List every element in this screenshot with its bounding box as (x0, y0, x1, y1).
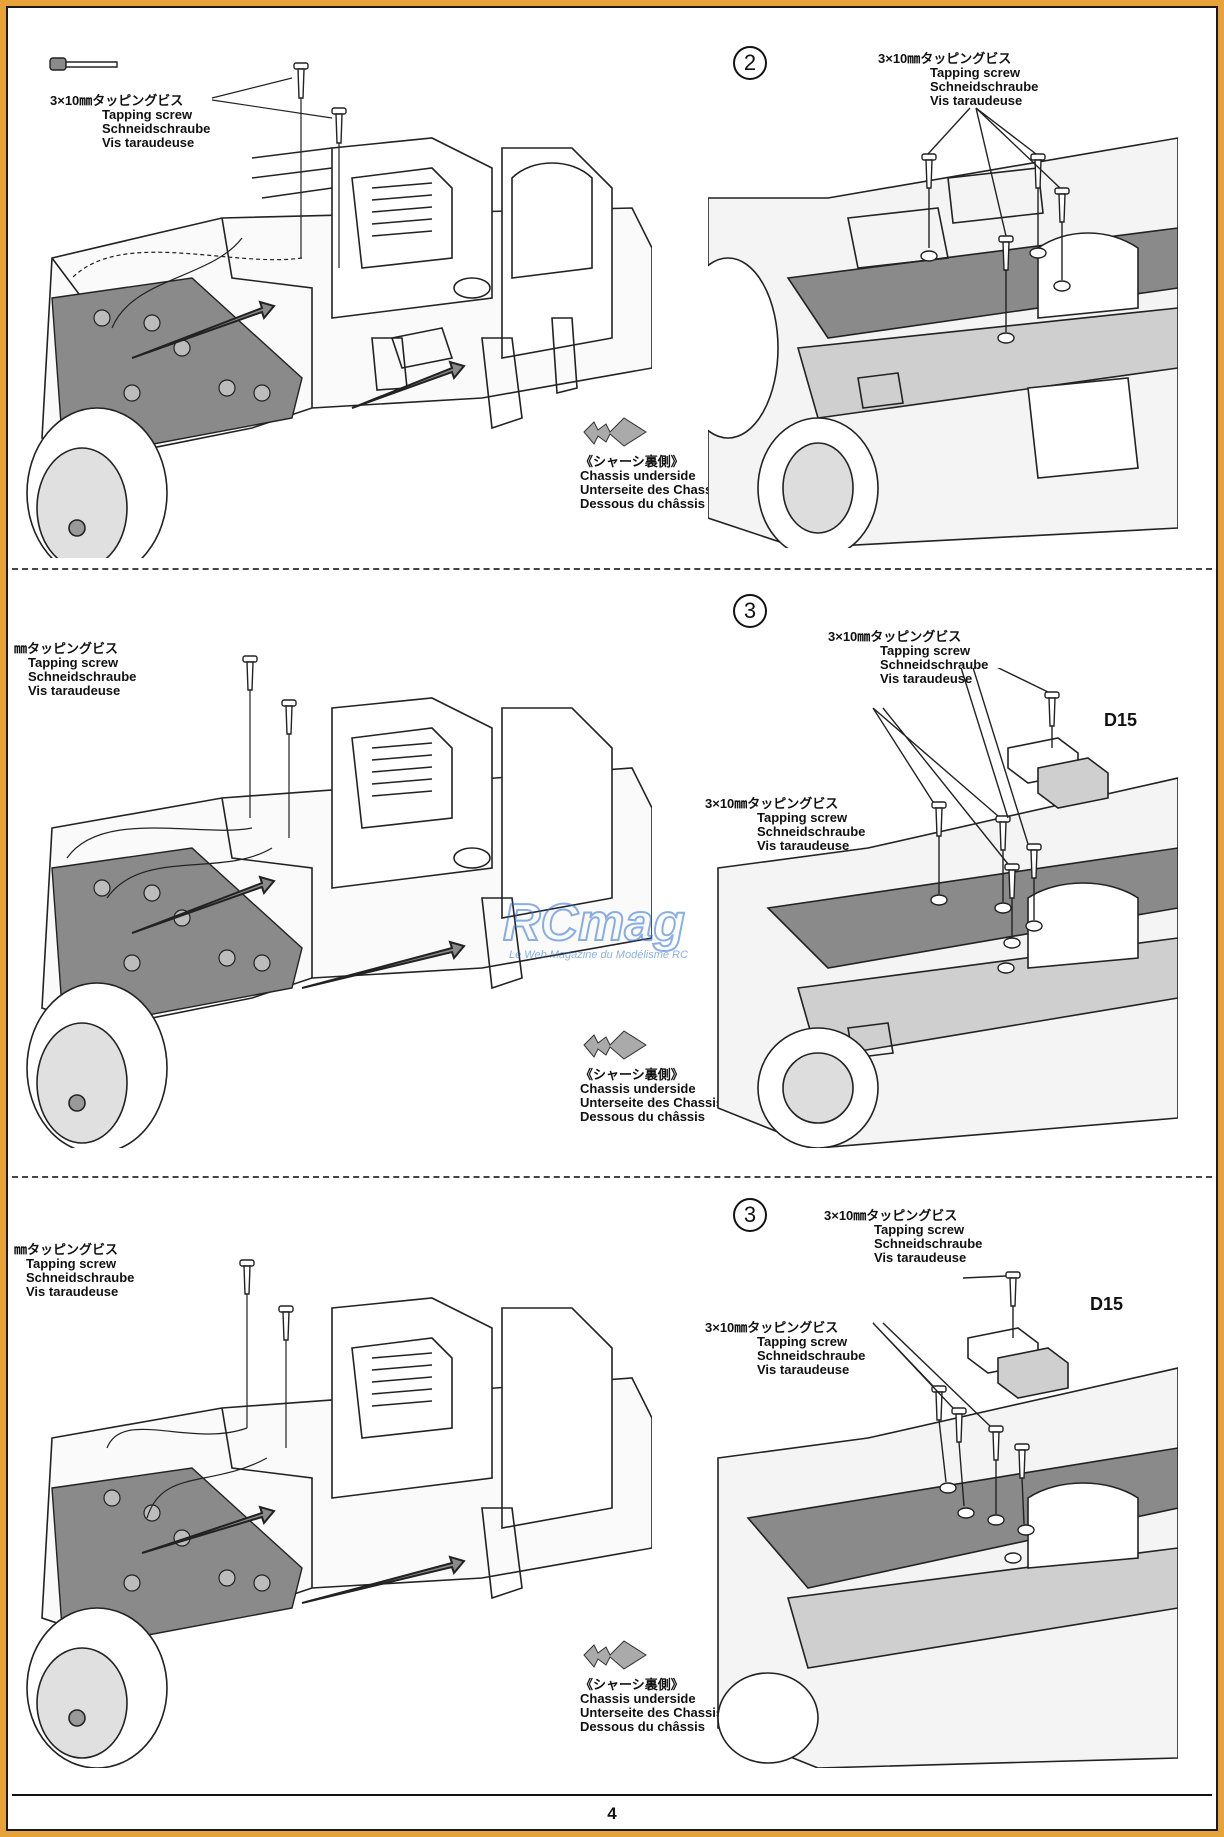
screw-size-text: 3×10㎜タッピングビス (878, 51, 1012, 66)
logo-wordmark: RCmag (503, 894, 685, 952)
screw-fr-text: Vis taraudeuse (930, 93, 1023, 108)
screw-fr-text: Vis taraudeuse (757, 838, 850, 853)
screw-en-text: Tapping screw (757, 1334, 848, 1349)
screw-de-text: Schneidschraube (880, 657, 989, 672)
screw-en-text: Tapping screw (28, 655, 119, 670)
rcmag-watermark-logo: RCmag Le Web Magazine du Modélisme RC (473, 892, 773, 964)
logo-tagline: Le Web Magazine du Modélisme RC (509, 949, 688, 961)
screw-en-text: Tapping screw (930, 65, 1021, 80)
screw-label-middle-left: ㎜タッピングビス Tapping screw Schneidschraube V… (14, 642, 136, 698)
underside-en-text: Chassis underside (580, 1081, 696, 1096)
screw-de-text: Schneidschraube (930, 79, 1039, 94)
screw-size-text: 3×10㎜タッピングビス (705, 1320, 839, 1335)
hand-pointer-icon (583, 417, 647, 447)
screw-de-text: Schneidschraube (757, 824, 866, 839)
underside-en-text: Chassis underside (580, 468, 696, 483)
step-number-3: 3 (733, 594, 767, 628)
underside-de-text: Unterseite des Chassis (580, 1705, 724, 1720)
chassis-front-illustration-middle (26, 655, 652, 1148)
screw-size-text: 3×10㎜タッピングビス (824, 1208, 958, 1223)
part-label-d15-bottom: D15 (1090, 1294, 1124, 1314)
underside-jp-text: 《シャーシ裏側》 (580, 1067, 684, 1082)
screw-en-text: Tapping screw (880, 643, 971, 658)
underside-de-text: Unterseite des Chassis (580, 1095, 724, 1110)
footer-rule (12, 1794, 1212, 1796)
screw-en-text: Tapping screw (874, 1222, 965, 1237)
underside-en-text: Chassis underside (580, 1691, 696, 1706)
screw-size-text: 3×10㎜タッピングビス (50, 93, 184, 108)
chassis-underside-illustration-top (708, 107, 1178, 548)
underside-fr-text: Dessous du châssis (580, 496, 705, 511)
screw-de-text: Schneidschraube (874, 1236, 983, 1251)
section-divider-1 (12, 568, 1212, 570)
screw-en-text: Tapping screw (102, 107, 193, 122)
screw-fr-text: Vis taraudeuse (757, 1362, 850, 1377)
screw-de-text: Schneidschraube (26, 1270, 135, 1285)
screw-size-text: 3×10㎜タッピングビス (705, 796, 839, 811)
chassis-front-illustration-bottom (26, 1259, 652, 1768)
screw-label-bottom-left: ㎜タッピングビス Tapping screw Schneidschraube V… (14, 1243, 134, 1299)
underside-de-text: Unterseite des Chassis (580, 482, 724, 497)
page-number: 4 (607, 1804, 617, 1823)
screw-de-text: Schneidschraube (757, 1348, 866, 1363)
screw-en-text: Tapping screw (757, 810, 848, 825)
screw-label-middle-right-lower: 3×10㎜タッピングビス Tapping screw Schneidschrau… (705, 797, 865, 853)
screw-size-text: 3×10㎜タッピングビス (828, 629, 962, 644)
screw-fr-text: Vis taraudeuse (26, 1284, 119, 1299)
screw-de-text: Schneidschraube (28, 669, 137, 684)
screw-de-text: Schneidschraube (102, 121, 211, 136)
underside-jp-text: 《シャーシ裏側》 (580, 1677, 684, 1692)
section-divider-2 (12, 1176, 1212, 1178)
hand-pointer-icon (583, 1030, 647, 1060)
step-number-2: 2 (733, 46, 767, 80)
screw-fr-text: Vis taraudeuse (102, 135, 195, 150)
chassis-underside-illustration-bottom (717, 1271, 1178, 1768)
screw-label-bottom-right-lower: 3×10㎜タッピングビス Tapping screw Schneidschrau… (705, 1321, 865, 1377)
screw-en-text: Tapping screw (26, 1256, 117, 1271)
screw-label-middle-right-upper: 3×10㎜タッピングビス Tapping screw Schneidschrau… (828, 630, 988, 686)
underside-fr-text: Dessous du châssis (580, 1109, 705, 1124)
screw-fr-text: Vis taraudeuse (880, 671, 973, 686)
manual-page: 3×10㎜タッピングビス Tapping screw Schneidschrau… (6, 6, 1218, 1831)
chassis-underside-illustration-middle (717, 668, 1178, 1148)
chassis-front-illustration (26, 57, 652, 558)
part-label-d15-middle: D15 (1104, 710, 1138, 730)
screw-fr-text: Vis taraudeuse (874, 1250, 967, 1265)
underside-jp-text: 《シャーシ裏側》 (580, 454, 684, 469)
step-number-3-bottom: 3 (733, 1198, 767, 1232)
screw-label-top-right: 3×10㎜タッピングビス Tapping screw Schneidschrau… (878, 52, 1038, 108)
screw-fr-text: Vis taraudeuse (28, 683, 121, 698)
hand-pointer-icon (583, 1640, 647, 1670)
screw-label-bottom-right-upper: 3×10㎜タッピングビス Tapping screw Schneidschrau… (824, 1209, 982, 1265)
screw-label-top-left: 3×10㎜タッピングビス Tapping screw Schneidschrau… (50, 94, 210, 150)
screw-size-cropped-text: ㎜タッピングビス (14, 1242, 119, 1257)
screw-size-cropped-text: ㎜タッピングビス (14, 641, 119, 656)
underside-fr-text: Dessous du châssis (580, 1719, 705, 1734)
